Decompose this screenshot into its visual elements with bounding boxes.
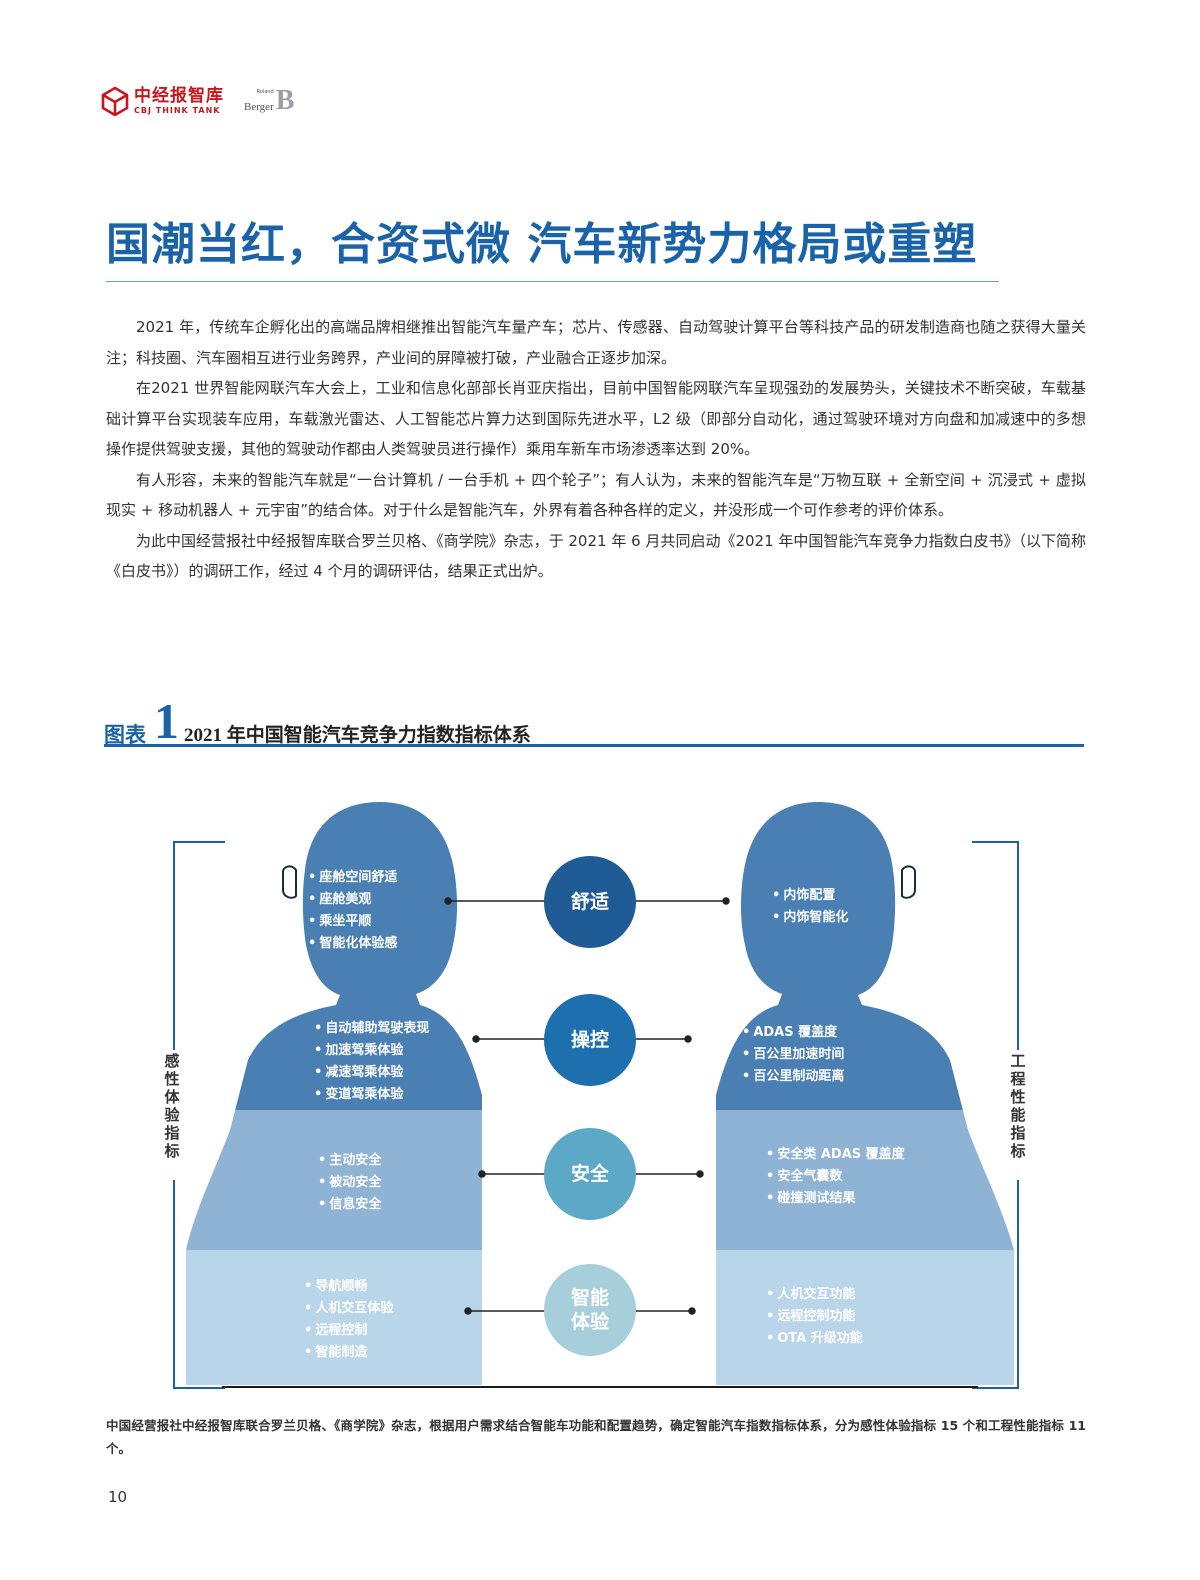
list-item: 安全气囊数 [766, 1166, 905, 1188]
safety-right-list: 安全类 ADAS 覆盖度 安全气囊数 碰撞测试结果 [766, 1144, 905, 1210]
cbj-logo: 中经报智库 CBJ THINK TANK [134, 85, 224, 115]
safety-circle: 安全 [544, 1128, 636, 1220]
list-item: OTA 升级功能 [766, 1328, 863, 1350]
figure-caption: 中国经营报社中经报智库联合罗兰贝格、《商学院》杂志，根据用户需求结合智能车功能和… [106, 1418, 1086, 1456]
list-item: 内饰配置 [772, 885, 848, 907]
list-item: ADAS 覆盖度 [742, 1022, 844, 1044]
title-divider [106, 281, 999, 282]
control-right-list: ADAS 覆盖度 百公里加速时间 百公里制动距离 [742, 1022, 844, 1088]
circle-label: 智能体验 [570, 1287, 609, 1333]
list-item: 百公里加速时间 [742, 1044, 844, 1066]
figure-label: 图表 [104, 723, 146, 747]
list-item: 座舱空间舒适 [308, 867, 397, 889]
logo-en-text: CBJ THINK TANK [134, 105, 221, 115]
list-item: 加速驾乘体验 [314, 1040, 429, 1062]
cube-logo-icon [101, 86, 129, 116]
safety-left-list: 主动安全 被动安全 信息安全 [318, 1150, 381, 1216]
smart-left-list: 导航顺畅 人机交互体验 远程控制 智能制造 [304, 1276, 393, 1364]
list-item: 被动安全 [318, 1172, 381, 1194]
right-person-silhouette [716, 802, 1014, 1385]
page-number: 10 [108, 1488, 128, 1506]
list-item: 自动辅助驾驶表现 [314, 1018, 429, 1040]
list-item: 人机交互体验 [304, 1298, 393, 1320]
article-body: 2021 年，传统车企孵化出的高端品牌相继推出智能汽车量产车；芯片、传感器、自动… [106, 312, 1086, 587]
comfort-left-list: 座舱空间舒适 座舱美观 乘坐平顺 智能化体验感 [308, 867, 397, 955]
paragraph: 在2021 世界智能网联汽车大会上，工业和信息化部部长肖亚庆指出，目前中国智能网… [106, 379, 1086, 458]
list-item: 导航顺畅 [304, 1276, 393, 1298]
circle-label: 舒适 [570, 891, 609, 913]
figure-number: 1 [154, 693, 179, 749]
comfort-circle: 舒适 [544, 856, 636, 948]
left-axis-label: 感性体验指标 [164, 1052, 180, 1160]
comfort-right-list: 内饰配置 内饰智能化 [772, 885, 848, 929]
list-item: 远程控制功能 [766, 1306, 863, 1328]
right-axis-label: 工程性能指标 [1010, 1052, 1026, 1160]
rb-mark-icon: B [275, 85, 295, 116]
list-item: 人机交互功能 [766, 1284, 863, 1306]
circle-label: 安全 [570, 1163, 609, 1185]
page-header: 中经报智库 CBJ THINK TANK Roland Berger B [100, 84, 294, 118]
list-item: 内饰智能化 [772, 907, 848, 929]
logo-cn-text: 中经报智库 [134, 85, 224, 106]
list-item: 座舱美观 [308, 889, 397, 911]
list-item: 百公里制动距离 [742, 1066, 844, 1088]
roland-berger-logo: Roland Berger B [244, 85, 294, 117]
paragraph: 2021 年，传统车企孵化出的高端品牌相继推出智能汽车量产车；芯片、传感器、自动… [106, 318, 1086, 367]
smart-right-list: 人机交互功能 远程控制功能 OTA 升级功能 [766, 1284, 863, 1350]
rb-name-text: Berger [244, 100, 274, 113]
smart-experience-circle: 智能体验 [544, 1264, 636, 1356]
page-title: 国潮当红，合资式微 汽车新势力格局或重塑 [106, 219, 978, 270]
list-item: 智能制造 [304, 1342, 393, 1364]
list-item: 安全类 ADAS 覆盖度 [766, 1144, 904, 1166]
paragraph: 为此中国经营报社中经报智库联合罗兰贝格、《商学院》杂志，于 2021 年 6 月… [106, 531, 1086, 581]
control-circle: 操控 [544, 994, 636, 1086]
list-item: 智能化体验感 [308, 933, 397, 955]
list-item: 碰撞测试结果 [766, 1188, 905, 1210]
figure-rule [104, 744, 1084, 747]
rb-small-text: Roland [256, 88, 274, 95]
list-item: 主动安全 [318, 1150, 381, 1172]
control-left-list: 自动辅助驾驶表现 加速驾乘体验 减速驾乘体验 变道驾乘体验 [314, 1018, 429, 1106]
list-item: 信息安全 [318, 1194, 381, 1216]
list-item: 远程控制 [304, 1320, 393, 1342]
paragraph: 有人形容，未来的智能汽车就是“一台计算机 / 一台手机 + 四个轮子”；有人认为… [106, 470, 1086, 520]
list-item: 乘坐平顺 [308, 911, 397, 933]
list-item: 变道驾乘体验 [314, 1084, 429, 1106]
list-item: 减速驾乘体验 [314, 1062, 429, 1084]
circle-label: 操控 [570, 1029, 609, 1051]
connector-lines [444, 897, 730, 1315]
figure-header: 图表 1 2021 年中国智能汽车竞争力指数指标体系 [104, 696, 1084, 748]
figure-title: 2021 年中国智能汽车竞争力指数指标体系 [184, 725, 531, 746]
